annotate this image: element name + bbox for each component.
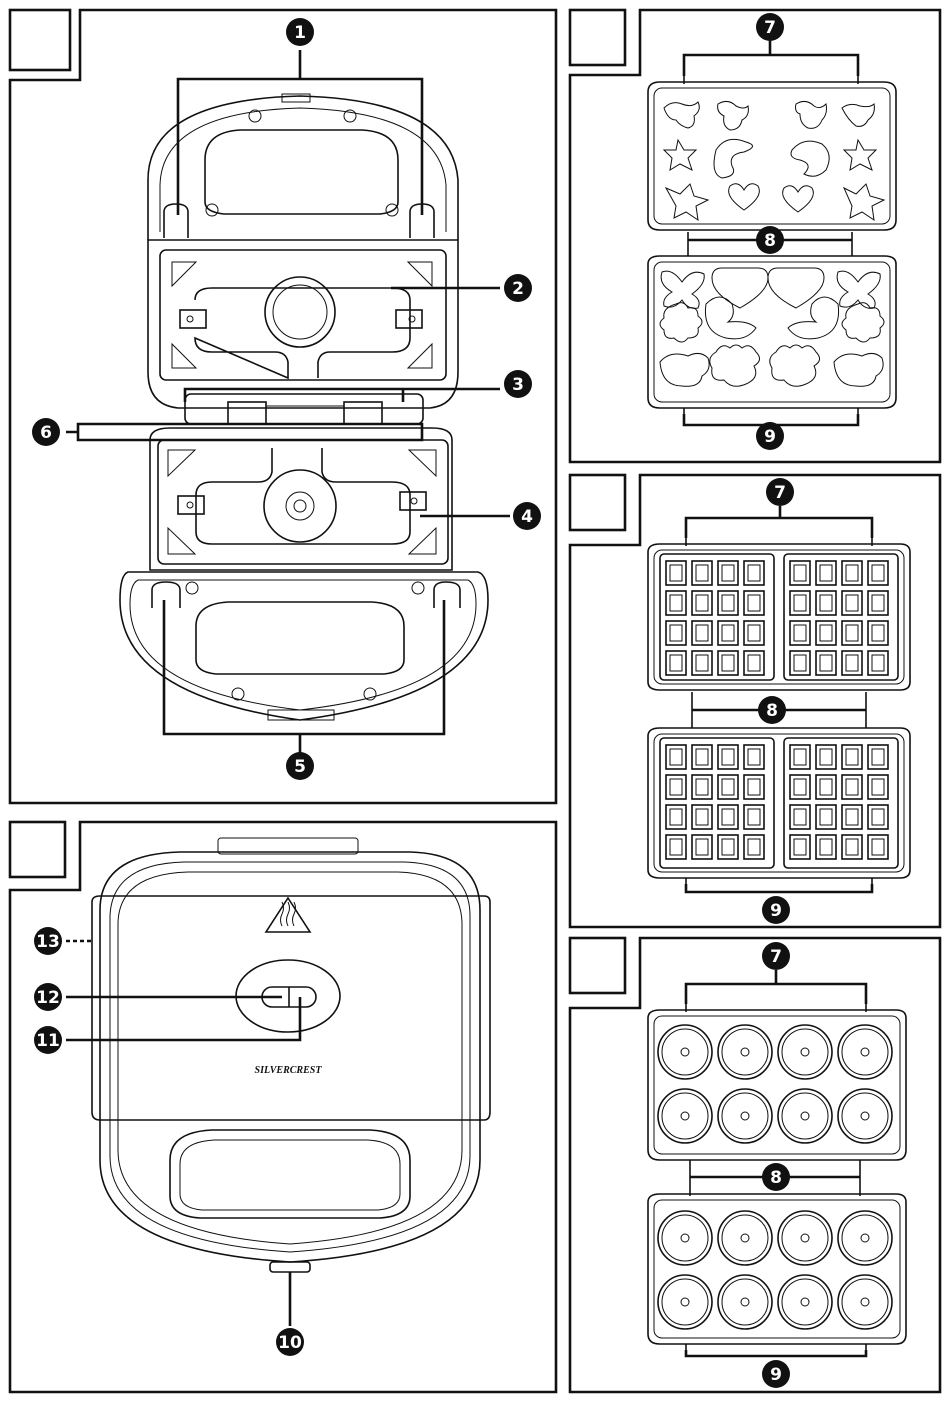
svg-text:8: 8 (766, 701, 778, 721)
svg-text:13: 13 (36, 932, 60, 952)
figure-label-box-e (570, 938, 625, 993)
waffle-bottom-grid (666, 745, 888, 859)
callout-12: 12 (34, 983, 62, 1011)
callout-2: 2 (504, 274, 532, 302)
donut-well (778, 1275, 832, 1329)
callout-7-shaped: 7 (756, 13, 784, 41)
svg-text:1: 1 (294, 23, 306, 43)
callout-8-shaped: 8 (756, 226, 784, 254)
callout-5: 5 (286, 752, 314, 780)
power-cord-outlet (270, 1262, 310, 1272)
callout-11: 11 (34, 1026, 62, 1054)
callout-7-donut: 7 (762, 942, 790, 970)
svg-text:11: 11 (36, 1031, 60, 1051)
donut-well (838, 1275, 892, 1329)
svg-text:7: 7 (770, 947, 782, 967)
figure-label-box-b (10, 822, 65, 877)
plate-top-shapes (664, 101, 884, 220)
svg-text:12: 12 (36, 988, 60, 1008)
donut-well (778, 1211, 832, 1265)
svg-text:6: 6 (40, 423, 52, 443)
donut-plates-drawing (648, 970, 906, 1356)
callout-1: 1 (286, 18, 314, 46)
donut-bottom-grid (658, 1211, 892, 1329)
svg-text:4: 4 (521, 507, 533, 527)
figure-label-box-c (570, 10, 625, 65)
svg-text:10: 10 (278, 1333, 302, 1353)
callout-8-waffle: 8 (758, 696, 786, 724)
callout-8-donut: 8 (762, 1163, 790, 1191)
svg-text:8: 8 (770, 1168, 782, 1188)
callout-9-donut: 9 (762, 1360, 790, 1388)
panel-shaped-plates (570, 10, 940, 462)
figure-label-box-d (570, 475, 625, 530)
donut-well (718, 1025, 772, 1079)
donut-top-grid (658, 1025, 892, 1143)
svg-text:2: 2 (512, 279, 524, 299)
donut-well (718, 1275, 772, 1329)
hot-surface-warning-icon (266, 898, 310, 932)
donut-well (658, 1025, 712, 1079)
donut-well (718, 1089, 772, 1143)
callout-9-shaped: 9 (756, 422, 784, 450)
svg-text:8: 8 (764, 231, 776, 251)
waffle-top-grid (666, 561, 888, 675)
brand-logo: SILVERCREST (255, 1065, 323, 1076)
svg-text:7: 7 (774, 483, 786, 503)
callout-4: 4 (513, 502, 541, 530)
donut-well (658, 1089, 712, 1143)
donut-well (658, 1275, 712, 1329)
open-appliance-drawing (66, 50, 510, 754)
callout-6: 6 (32, 418, 60, 446)
svg-text:7: 7 (764, 18, 776, 38)
donut-well (658, 1211, 712, 1265)
callout-13: 13 (34, 927, 62, 955)
closed-appliance-drawing: SILVERCREST (66, 838, 490, 1326)
callout-7-waffle: 7 (766, 478, 794, 506)
svg-text:9: 9 (764, 427, 776, 447)
plate-bottom-shapes (660, 268, 884, 386)
figure-label-box-a (10, 10, 70, 70)
donut-well (838, 1025, 892, 1079)
callout-10: 10 (276, 1328, 304, 1356)
donut-well (778, 1025, 832, 1079)
donut-well (718, 1211, 772, 1265)
panel-donut-plates (570, 938, 940, 1392)
svg-text:5: 5 (294, 757, 306, 777)
callout-9-waffle: 9 (762, 896, 790, 924)
donut-well (838, 1211, 892, 1265)
svg-text:9: 9 (770, 1365, 782, 1385)
svg-text:9: 9 (770, 901, 782, 921)
callout-3: 3 (504, 370, 532, 398)
svg-text:3: 3 (512, 375, 524, 395)
donut-well (838, 1089, 892, 1143)
donut-well (778, 1089, 832, 1143)
